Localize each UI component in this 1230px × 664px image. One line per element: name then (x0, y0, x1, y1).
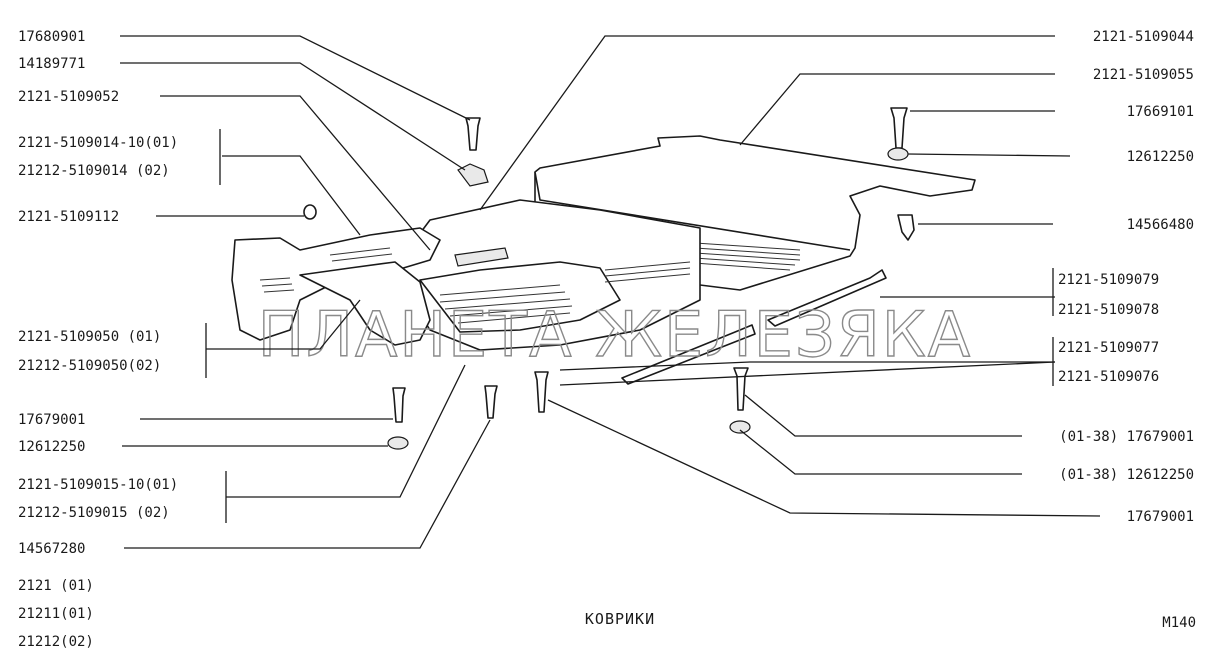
label-01-38-12612250: (01-38) 12612250 (1059, 467, 1194, 483)
label-01-38-17679001: (01-38) 17679001 (1059, 429, 1194, 445)
label-2121-5109055: 2121-5109055 (1093, 67, 1194, 83)
models-list: 2121 (01) 21211(01) 21212(02) (18, 578, 94, 650)
labels-right: 2121-5109044 2121-5109055 17669101 12612… (1058, 29, 1194, 525)
label-14566480: 14566480 (1127, 217, 1194, 233)
label-2121-5109078: 2121-5109078 (1058, 302, 1159, 318)
label-2121-5109015-10: 2121-5109015-10(01) (18, 477, 178, 493)
labels-left: 17680901 14189771 2121-5109052 2121-5109… (18, 29, 178, 557)
label-2121-5109044: 2121-5109044 (1093, 29, 1194, 45)
leader-lines-right (479, 35, 1101, 517)
label-14567280: 14567280 (18, 541, 85, 557)
diagram-code: М140 (1162, 615, 1196, 631)
label-21212-5109015: 21212-5109015 (02) (18, 505, 170, 521)
watermark: ПЛАНЕТА ЖЕЛЕЗЯКА (258, 298, 972, 371)
label-14189771: 14189771 (18, 56, 85, 72)
label-2121-5109076: 2121-5109076 (1058, 369, 1159, 385)
label-2121-5109077: 2121-5109077 (1058, 340, 1159, 356)
label-21212-5109050: 21212-5109050(02) (18, 358, 161, 374)
leader-lines-left (120, 35, 491, 549)
front-floor-mat (399, 199, 701, 351)
label-2121-5109050: 2121-5109050 (01) (18, 329, 161, 345)
label-12612250-left: 12612250 (18, 439, 85, 455)
model-2121: 2121 (01) (18, 578, 94, 594)
label-17679001-right: 17679001 (1127, 509, 1194, 525)
model-21211: 21211(01) (18, 606, 94, 622)
label-17680901: 17680901 (18, 29, 85, 45)
label-12612250-right: 12612250 (1127, 149, 1194, 165)
left-side-mat (231, 227, 509, 346)
label-2121-5109079: 2121-5109079 (1058, 272, 1159, 288)
label-2121-5109112: 2121-5109112 (18, 209, 119, 225)
model-21212: 21212(02) (18, 634, 94, 650)
sill-strips (621, 269, 887, 385)
diagram-title: КОВРИКИ (585, 610, 655, 628)
label-17679001-left: 17679001 (18, 412, 85, 428)
label-2121-5109014-10: 2121-5109014-10(01) (18, 135, 178, 151)
label-21212-5109014: 21212-5109014 (02) (18, 163, 170, 179)
label-2121-5109052: 2121-5109052 (18, 89, 119, 105)
fasteners (303, 107, 915, 450)
label-17669101: 17669101 (1127, 104, 1194, 120)
